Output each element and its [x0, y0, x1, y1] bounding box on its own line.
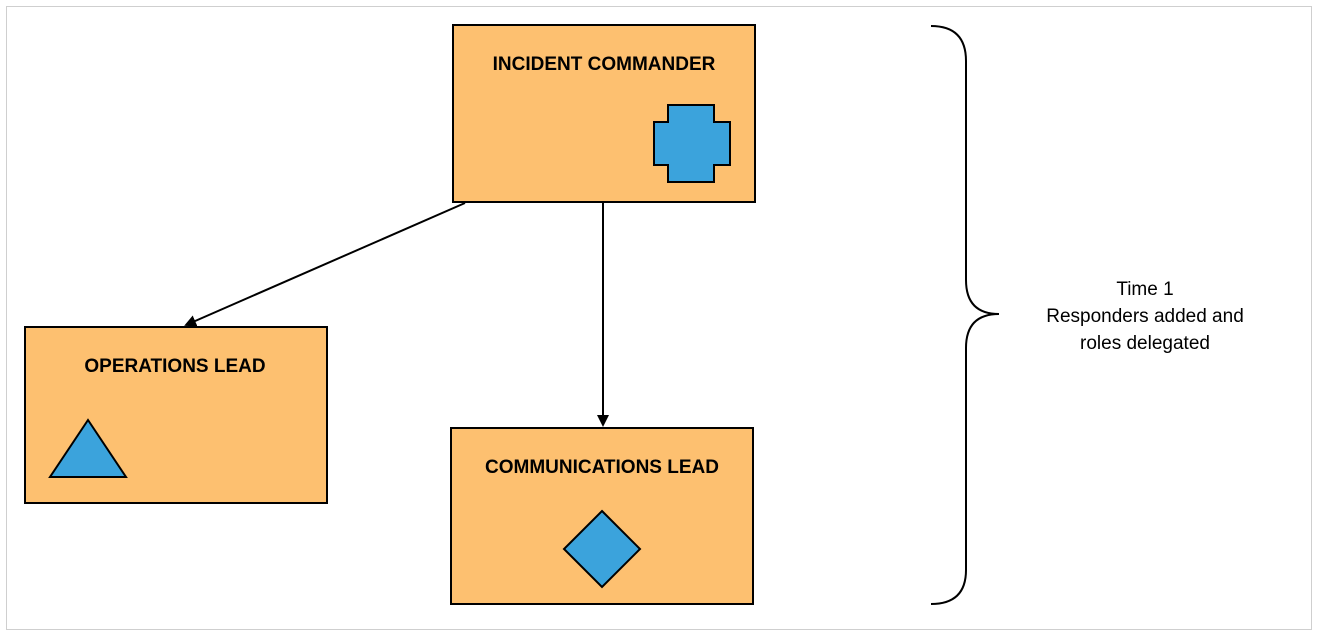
right-brace	[930, 25, 1000, 605]
annotation-line-2: Responders added and	[1046, 306, 1244, 327]
triangle-icon	[48, 418, 128, 478]
node-title-communications-lead: COMMUNICATIONS LEAD	[485, 457, 719, 478]
node-title-incident-commander: INCIDENT COMMANDER	[493, 54, 716, 75]
node-operations-lead: OPERATIONS LEAD	[24, 326, 328, 504]
edge-commander-to-operations	[184, 202, 466, 327]
cross-icon	[653, 104, 731, 183]
node-incident-commander: INCIDENT COMMANDER	[452, 24, 756, 203]
annotation-line-3: roles delegated	[1080, 333, 1210, 354]
node-title-operations-lead: OPERATIONS LEAD	[84, 356, 265, 377]
node-communications-lead: COMMUNICATIONS LEAD	[450, 427, 754, 605]
time-annotation: Time 1 Responders added and roles delega…	[1046, 279, 1244, 354]
diamond-icon	[562, 509, 642, 589]
annotation-line-1: Time 1	[1116, 279, 1173, 300]
